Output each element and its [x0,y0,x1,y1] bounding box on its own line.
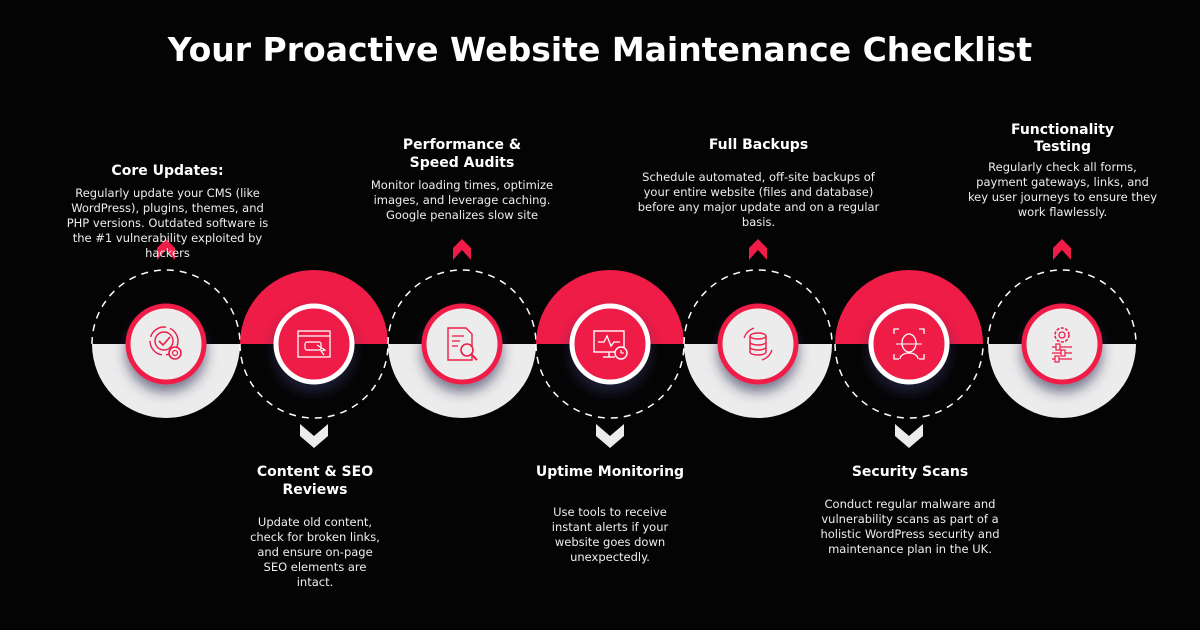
step-title: Functionality Testing [1010,122,1115,155]
step-full-backups: Full Backups Schedule automated, off-sit… [636,136,881,230]
step-title: Content & SEO Reviews [256,464,374,498]
step-text: Use tools to receive instant alerts if y… [551,505,669,564]
dashed-arc [834,343,984,419]
browser-click-icon [297,330,331,358]
step-circle-2 [239,270,389,448]
step-circle-4 [535,270,685,448]
monitor-clock-icon [593,330,628,360]
icon-badge [1021,303,1103,385]
dashed-arc [535,343,685,419]
step-core-updates: Core Updates: Regularly update your CMS … [60,162,275,261]
document-search-icon [447,327,478,361]
update-check-gear-icon [149,326,182,360]
step-title: Full Backups [708,137,809,153]
step-title: Performance & Speed Audits [402,137,522,171]
icon-badge [717,303,799,385]
chevron-up-icon [157,239,175,260]
step-security-scans: Security Scans Conduct regular malware a… [800,463,1020,557]
dashed-arc [987,269,1137,345]
step-circle-6 [834,270,984,448]
chevron-up-icon [453,239,471,260]
chevron-down-icon [895,424,923,448]
step-content-seo: Content & SEO Reviews Update old content… [230,463,400,590]
step-circle-7 [987,239,1137,418]
step-title: Core Updates: [111,163,224,179]
chevron-up-icon [1053,239,1071,260]
step-title: Security Scans [851,464,969,480]
step-text: Conduct regular malware and vulnerabilit… [820,497,1000,556]
step-text: Schedule automated, off-site backups of … [637,170,880,229]
step-text: Regularly check all forms, payment gatew… [967,160,1158,219]
dashed-arc [239,343,389,419]
step-uptime-monitoring: Uptime Monitoring Use tools to receive i… [520,463,700,565]
step-circle-1 [91,239,241,418]
step-circle-5 [683,239,833,418]
icon-badge [125,303,207,385]
page-title: Your Proactive Website Maintenance Check… [167,30,1033,69]
step-text: Update old content, check for broken lin… [250,515,380,589]
step-text: Monitor loading times, optimize images, … [370,178,554,222]
dashed-arc [387,269,537,345]
step-performance: Performance & Speed Audits Monitor loadi… [362,136,562,223]
step-text: Regularly update your CMS (like WordPres… [66,186,269,260]
step-functionality-testing: Functionality Testing Regularly check al… [965,122,1160,220]
chevron-down-icon [596,424,624,448]
dashed-arc [683,269,833,345]
step-circle-3 [387,239,537,418]
icon-badge [421,303,503,385]
chevron-up-icon [749,239,767,260]
dashed-arc [91,269,241,345]
face-scan-icon [893,328,925,360]
step-title: Uptime Monitoring [535,464,685,480]
gear-sliders-icon [1052,327,1072,363]
chevron-down-icon [300,424,328,448]
database-sync-icon [743,327,773,361]
icon-badge [273,303,355,385]
